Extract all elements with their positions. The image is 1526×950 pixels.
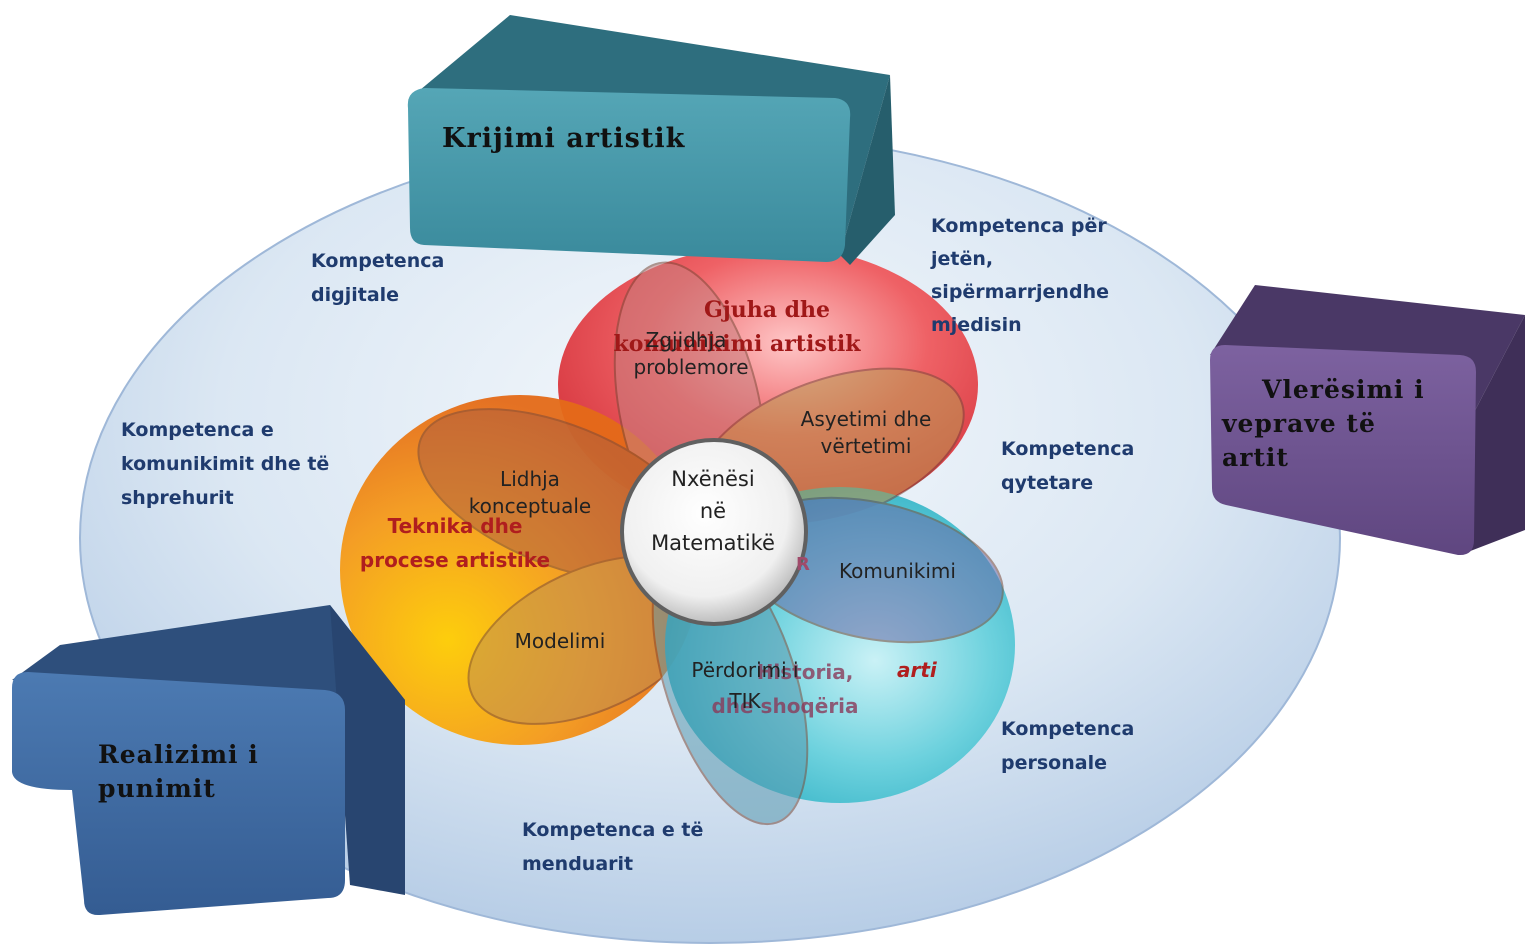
petal-reasoning-line-1: Asyetimi dhe [800,407,932,431]
competence-life: Kompetenca për jetën, sipërmarrjendhe mj… [931,210,1109,342]
domain-history-line-1: Historia, [756,660,854,684]
petal-ict-label: Përdorimi i TIK [680,655,810,717]
box-left-line-2: punimit [98,774,216,803]
domain-history-line-2: dhe shoqëria [711,694,859,718]
competence-personal-line-1: Kompetenca [1001,718,1135,740]
center-label: Nxënësi në Matematikë [628,463,798,559]
competence-personal: Kompetenca personale [1001,712,1134,780]
center-circle [620,438,808,626]
petal-problem-label: Zgjidhja problemore [616,327,756,381]
competence-life-line-4: mjedisin [931,314,1022,336]
box-right-label: Vlerësimi i veprave të artit [1222,373,1425,475]
competence-civic-line-2: qytetare [1001,472,1094,494]
competence-digital: Kompetenca digjitale [311,244,444,312]
petal-problem-line-1: Zgjidhja [645,328,727,352]
domain-history: Historia, dhe shoqëria [700,655,870,723]
petal-connection-label: Lidhja konceptuale [455,466,605,520]
center-line-3: Matematikë [651,531,775,555]
competence-civic: Kompetenca qytetare [1001,432,1134,500]
domain-technique-line-1: Teknika dhe [387,514,523,538]
box-right-line-1: Vlerësimi i [1262,375,1425,404]
petal-reasoning-label: Asyetimi dhe vërtetimi [786,406,946,460]
competence-life-line-1: Kompetenca për [931,215,1107,237]
domain-r-fragment: R [796,554,810,575]
box-left-label: Realizimi i punimit [98,738,259,806]
competence-communication: Kompetenca e komunikimit dhe të shprehur… [121,413,329,515]
box-left [12,605,405,916]
competence-thinking-line-1: Kompetenca e të [522,819,704,841]
domain-language-line-2: komunikimi artistik [613,331,861,357]
petal-ict-line-2: TIK [729,689,761,713]
competence-civic-line-1: Kompetenca [1001,438,1135,460]
petal-communication-label: Komunikimi [839,559,956,583]
domain-technique: Teknika dhe procese artistike [350,509,560,577]
competence-communication-line-2: komunikimit dhe të [121,453,330,475]
competence-communication-line-3: shprehurit [121,487,234,509]
box-right-line-2: veprave të [1222,409,1376,438]
petal-problem-line-2: problemore [633,355,749,379]
petal-connection-line-1: Lidhja [500,467,560,491]
box-top-label: Krijimi artistik [442,123,686,154]
competence-thinking-line-2: menduarit [522,853,634,875]
competence-personal-line-2: personale [1001,752,1107,774]
box-left-line-1: Realizimi i [98,740,259,769]
domain-art: arti [897,658,937,682]
competence-communication-line-1: Kompetenca e [121,419,274,441]
domain-technique-line-2: procese artistike [359,548,551,572]
competence-thinking: Kompetenca e të menduarit [522,813,703,881]
competence-life-line-2: jetën, [931,248,994,270]
competence-life-line-3: sipërmarrjendhe [931,281,1109,303]
petal-connection-line-2: konceptuale [468,494,592,518]
petal-reasoning-line-2: vërtetimi [820,434,912,458]
petal-modeling-label: Modelimi [514,629,606,653]
box-right-line-3: artit [1222,443,1289,472]
petal-ict-line-1: Përdorimi i [691,658,799,682]
competence-digital-line-2: digjitale [311,284,400,306]
domain-language: Gjuha dhe komunikimi artistik [602,293,872,361]
box-top [407,15,895,265]
center-line-2: në [699,499,727,523]
box-right [1210,285,1525,556]
center-line-1: Nxënësi [671,467,755,491]
competence-digital-line-1: Kompetenca [311,250,445,272]
domain-language-line-1: Gjuha dhe [703,297,831,323]
